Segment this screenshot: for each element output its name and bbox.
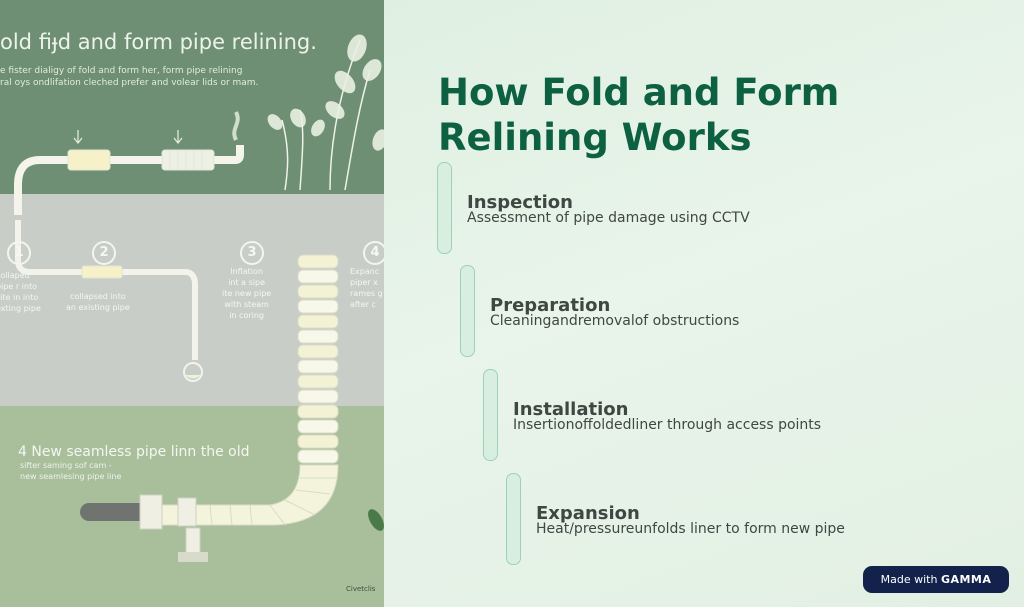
illustration-step-label-1: collaped pipe r into site in into exting…	[0, 271, 41, 313]
illustration-step-label-3: Inflation int a sipe ite new pipe with s…	[222, 267, 272, 320]
illustration-title: old fiɟd and form pipe relining.	[0, 30, 317, 54]
step-description: Cleaningandremovalof obstructions	[490, 313, 740, 329]
step-accent-bar	[460, 265, 475, 357]
illustration-subtitle-line1: e fister dialigy of fold and form her, f…	[0, 66, 243, 76]
illustration-subtitle-line2: ral oys ondlifation cleched prefer and v…	[0, 78, 259, 88]
bottom-pipe-fittings	[80, 494, 208, 562]
illustration-image: old fiɟd and form pipe relining. e fiste…	[0, 0, 384, 607]
step-title: Preparation	[490, 295, 611, 316]
step-accent-bar	[506, 473, 521, 565]
illustration-corner-text: Civetclis	[346, 585, 376, 593]
badge-prefix: Made with	[880, 573, 938, 586]
illustration-step-number-3: 3	[240, 241, 264, 265]
step-title: Expansion	[536, 503, 640, 524]
step-title: Inspection	[467, 192, 573, 213]
illustration-step-number-4: 4	[363, 241, 384, 265]
step-description: Assessment of pipe damage using CCTV	[467, 210, 750, 226]
illustration-bottom-caption: 4 New seamless pipe linn the old	[18, 444, 250, 460]
illustration-step-label-4: Expanc piper x rames g after c	[350, 267, 383, 309]
gamma-logo: GAMMA	[940, 573, 992, 586]
step-description: Insertionoffoldedliner through access po…	[513, 417, 822, 433]
step-accent-bar	[437, 162, 452, 254]
illustration-bottom-sub-line2: new seamlesing pipe line	[20, 472, 122, 481]
illustration-step-number-1: 1	[7, 241, 31, 265]
top-pipe	[14, 145, 244, 215]
step-accent-bar	[483, 369, 498, 461]
pipe-illustration	[14, 34, 384, 562]
made-with-gamma-badge[interactable]: Made with GAMMA	[863, 566, 1009, 593]
slide-content: How Fold and Form Relining Works Inspect…	[384, 0, 1024, 607]
illustration-step-number-2: 2	[92, 241, 116, 265]
step-description: Heat/pressureunfolds liner to form new p…	[536, 521, 845, 537]
slide-heading: How Fold and Form Relining Works	[438, 71, 840, 159]
step-title: Installation	[513, 399, 629, 420]
illustration-step-label-2: collapsed into an existing pipe	[66, 292, 130, 312]
illustration-bottom-sub-line1: sifter saming sof cam -	[20, 461, 112, 470]
